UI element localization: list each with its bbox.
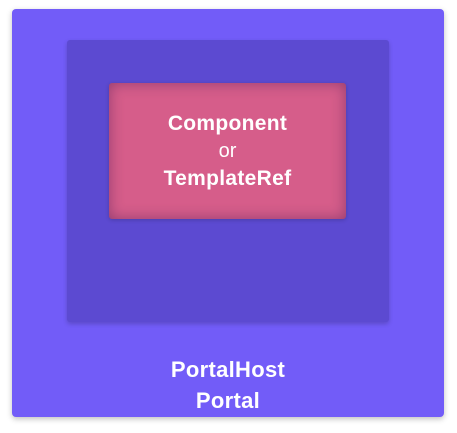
portal-label: Portal: [195, 388, 261, 413]
portal-host-box: Component or TemplateRef Portal PortalHo…: [12, 9, 444, 417]
or-label: or: [218, 140, 237, 162]
component-templateref-box: Component or TemplateRef: [109, 83, 346, 219]
templateref-label: TemplateRef: [163, 167, 292, 190]
portal-host-label: PortalHost: [170, 357, 286, 382]
portal-box: Component or TemplateRef Portal: [67, 40, 389, 413]
component-label: Component: [167, 112, 288, 135]
